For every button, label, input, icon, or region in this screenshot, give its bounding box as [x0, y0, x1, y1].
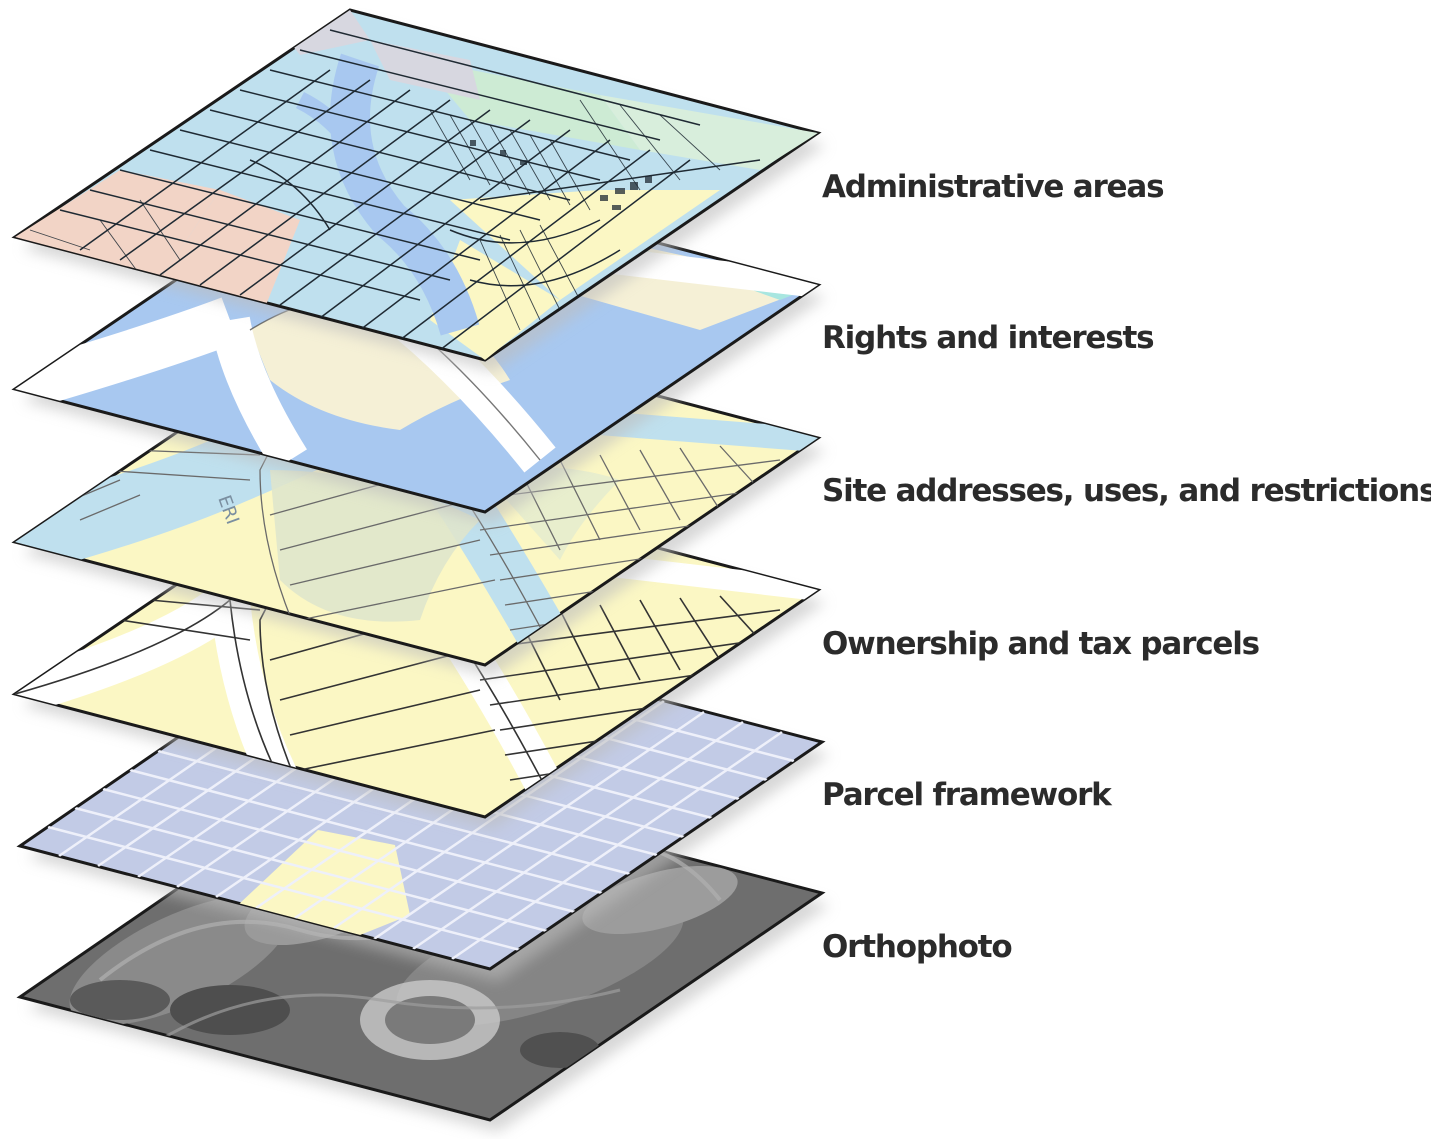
layer-label-administrative-areas: Administrative areas: [822, 169, 1165, 205]
layer-label-orthophoto: Orthophoto: [822, 929, 1013, 965]
layer-label-site-addresses: Site addresses, uses, and restrictions: [822, 473, 1431, 509]
layer-label-ownership-and-tax-parcels: Ownership and tax parcels: [822, 626, 1260, 662]
administrative-areas-layer: [11, 8, 826, 372]
layer-label-parcel-framework: Parcel framework: [822, 777, 1112, 813]
layer-label-rights-and-interests: Rights and interests: [822, 320, 1155, 356]
